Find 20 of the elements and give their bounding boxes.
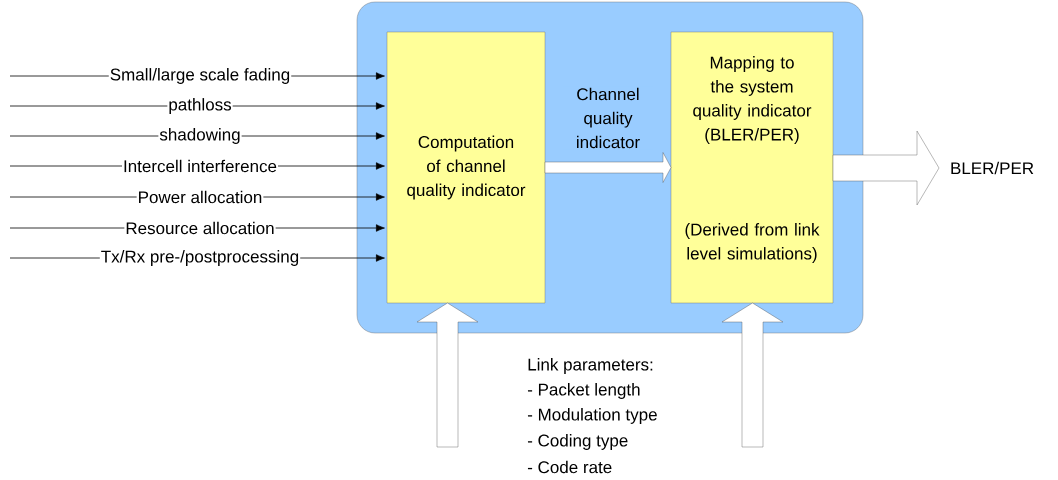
- edge-label: Channel quality indicator: [563, 86, 653, 150]
- block-arrow: [832, 130, 940, 206]
- process-box: Mapping to the system quality indicator (BLER/PER) (Derived from link level simulations): [670, 31, 834, 304]
- list-text: - Packet length: [527, 383, 640, 399]
- block-arrow: [721, 302, 784, 448]
- block-arrow: [416, 302, 479, 448]
- list-text: - Coding type: [527, 434, 628, 450]
- edge-label: Tx/Rx pre-/postprocessing: [99, 249, 301, 267]
- edge-label: pathloss: [167, 97, 233, 115]
- edge-label: shadowing: [158, 127, 242, 145]
- edge-label: Small/large scale fading: [108, 67, 292, 85]
- process-box: Computation of channel quality indicator: [386, 31, 546, 304]
- list-text: - Code rate: [527, 460, 612, 474]
- block-arrow: [544, 152, 672, 183]
- list-text: - Modulation type: [527, 408, 657, 424]
- edge-label: Resource allocation: [124, 220, 276, 236]
- output-label: BLER/PER: [951, 161, 1034, 175]
- edge-label: Power allocation: [136, 189, 264, 205]
- list-text: Link parameters:: [528, 358, 653, 374]
- edge-label: Intercell interference: [122, 158, 278, 174]
